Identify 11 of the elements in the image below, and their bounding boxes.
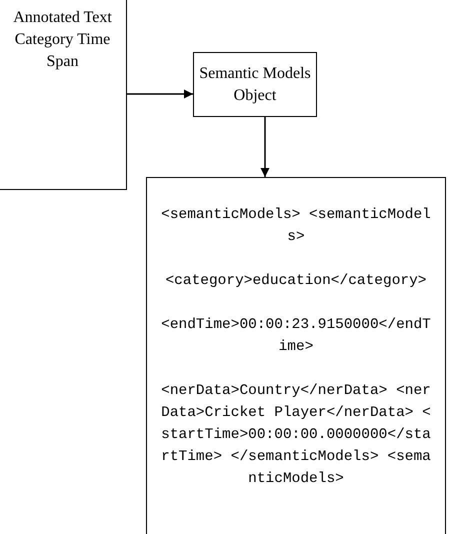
xml-text: <endTime>00:00:23.9150000</endTime> bbox=[160, 316, 432, 357]
xml-text: <category>education</category> bbox=[165, 272, 427, 291]
box-label: Semantic Models Object bbox=[198, 64, 312, 106]
arrow bbox=[127, 90, 193, 98]
xml-text: <nerData>Country</nerData> <nerData>Cricket Player</nerData> <startTime>00:00:00.0000000</startTime> </semanticModels> <semanticModels> bbox=[160, 382, 432, 489]
box-label: Annotated Text Category Time Span bbox=[12, 8, 113, 72]
arrow bbox=[260, 117, 270, 177]
process-box bbox=[0, 0, 127, 190]
process-box bbox=[193, 52, 317, 117]
xml-box bbox=[146, 177, 446, 534]
xml-text: <semanticModels> <semanticModels> bbox=[160, 206, 432, 247]
